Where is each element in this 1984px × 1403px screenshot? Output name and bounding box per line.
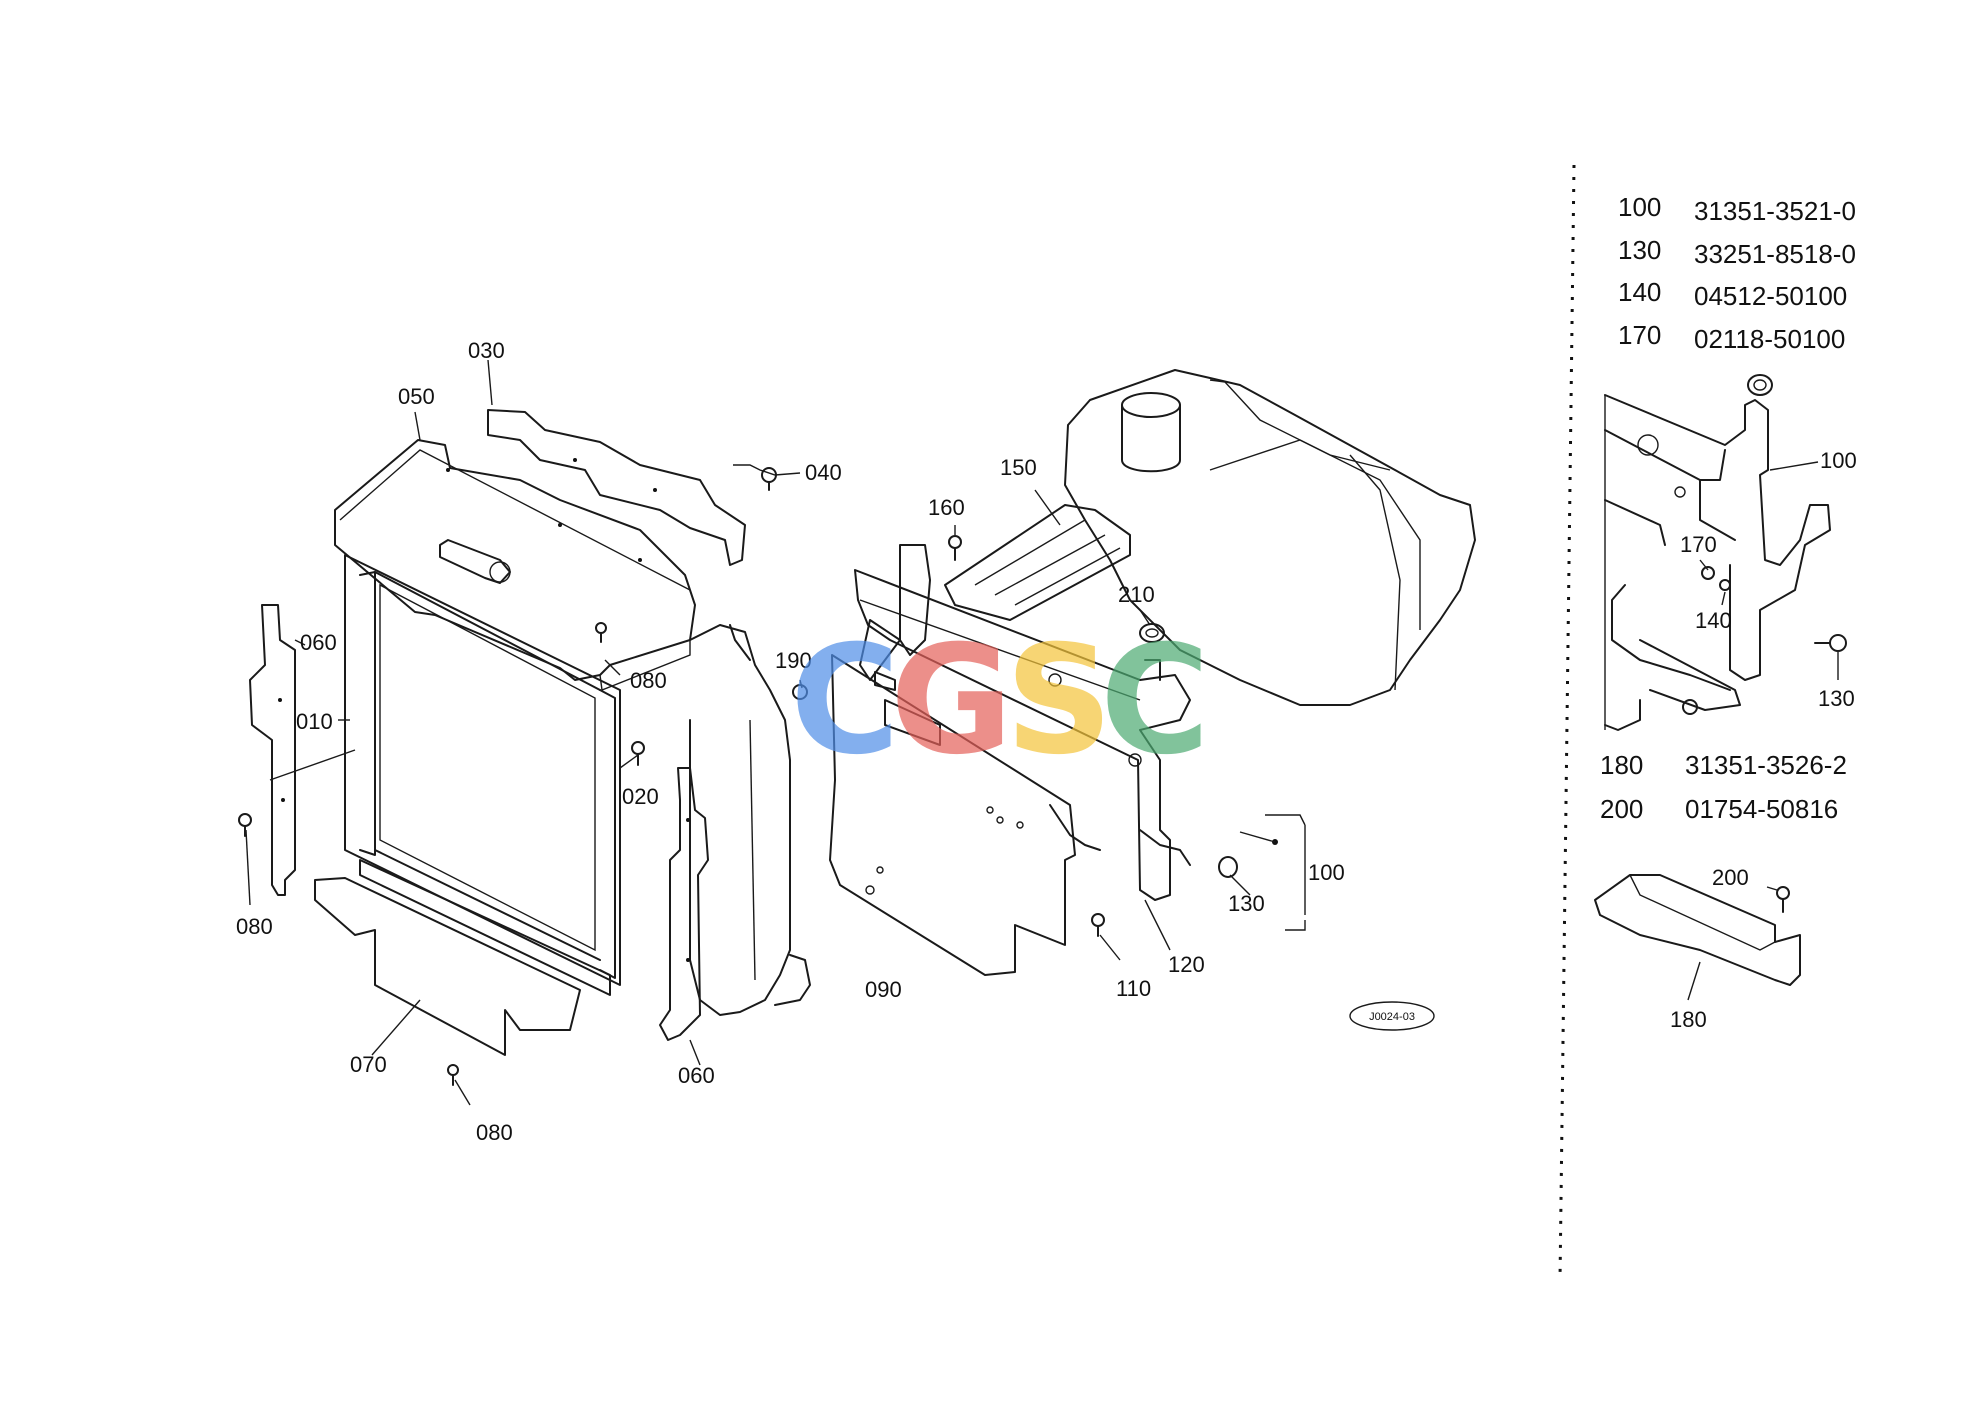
table-part-no: 33251-8518-0	[1694, 239, 1856, 269]
callout-190: 190	[775, 648, 812, 673]
bolt-icon	[792, 684, 808, 700]
detail-callout-140: 140	[1695, 608, 1732, 633]
detail-bracket-100: 100 170 140 130	[1604, 374, 1857, 731]
table-part-no: 31351-3521-0	[1694, 196, 1856, 226]
callout-120: 120	[1168, 952, 1205, 977]
parts-table-lower: 180 31351-3526-2 200 01754-50816	[1600, 750, 1847, 824]
grommet-icon	[1139, 623, 1165, 643]
table-ref: 140	[1618, 277, 1661, 307]
callout-160: 160	[928, 495, 965, 520]
bolt-icon	[1776, 886, 1790, 913]
bolt-icon	[948, 535, 962, 561]
callout-110: 110	[1116, 976, 1151, 1001]
bolt-icon	[1682, 699, 1698, 715]
detail-plate-180: 200 180	[1594, 865, 1801, 1032]
table-ref: 130	[1618, 235, 1661, 265]
callout-040: 040	[805, 460, 842, 485]
side-bracket-060-left	[249, 604, 296, 896]
watermark-letter: G	[890, 614, 1013, 788]
shroud-strip-030	[487, 409, 746, 566]
bolt-icon	[1719, 579, 1731, 591]
bolt-icon	[238, 813, 252, 837]
detail-callout-180: 180	[1670, 1007, 1707, 1032]
callout-060-top: 060	[300, 630, 337, 655]
grommet-icon	[1747, 374, 1773, 396]
table-part-no: 02118-50100	[1694, 324, 1845, 354]
bolt-icon	[595, 622, 607, 643]
callout-070: 070	[350, 1052, 387, 1077]
table-part-no: 31351-3526-2	[1685, 750, 1847, 780]
table-ref: 180	[1600, 750, 1643, 780]
support-frame-100	[854, 544, 1191, 901]
detail-callout-100: 100	[1820, 448, 1857, 473]
callout-030: 030	[468, 338, 505, 363]
table-ref: 100	[1618, 192, 1661, 222]
table-ref: 170	[1618, 320, 1661, 350]
hardware	[238, 467, 1278, 1086]
watermark-letter: C	[790, 614, 900, 788]
bolt-icon	[1091, 913, 1105, 937]
fuel-tank	[1064, 369, 1476, 706]
callout-080-top: 080	[630, 668, 667, 693]
baffle-plate-090	[829, 654, 1076, 976]
watermark: C G S C	[790, 614, 1210, 788]
table-ref: 200	[1600, 794, 1643, 824]
table-part-no: 04512-50100	[1694, 281, 1847, 311]
radiator-core-010	[344, 554, 621, 996]
top-panel-050	[334, 439, 696, 691]
bolt-icon	[447, 1064, 459, 1086]
callout-150: 150	[1000, 455, 1037, 480]
bolt-icon	[1701, 566, 1715, 580]
callout-100: 100	[1308, 860, 1345, 885]
callout-060-bottom: 060	[678, 1063, 715, 1088]
leader-lines	[245, 359, 1306, 1106]
detail-callout-170: 170	[1680, 532, 1717, 557]
callout-080-left: 080	[236, 914, 273, 939]
watermark-letter: S	[1005, 614, 1113, 788]
grommet-icon	[1218, 856, 1238, 878]
callout-010: 010	[296, 709, 333, 734]
callout-080-bottom: 080	[476, 1120, 513, 1145]
reserve-tank	[689, 624, 811, 1016]
bolt-icon	[631, 741, 645, 766]
table-part-no: 01754-50816	[1685, 794, 1838, 824]
diagram-code: J0024-03	[1369, 1011, 1415, 1023]
main-callouts: 030 050 040 080 060 010 020 080 070 080 …	[236, 338, 1345, 1145]
lower-shroud-070	[314, 877, 581, 1056]
callout-210: 210	[1118, 582, 1155, 607]
callout-090: 090	[865, 977, 902, 1002]
dotted-divider	[1558, 164, 1576, 1281]
parts-table-upper: 100 31351-3521-0 130 33251-8518-0 140 04…	[1618, 192, 1856, 354]
callout-050: 050	[398, 384, 435, 409]
upper-plate-150	[944, 504, 1131, 621]
side-bracket-060-right	[659, 767, 709, 1041]
watermark-letter: C	[1100, 614, 1210, 788]
bolt-icon	[1814, 634, 1847, 652]
diagram-code-tag: J0024-03	[1349, 1001, 1435, 1031]
detail-callout-130: 130	[1818, 686, 1855, 711]
callout-130: 130	[1228, 891, 1265, 916]
callout-020: 020	[622, 784, 659, 809]
detail-callout-200: 200	[1712, 865, 1749, 890]
